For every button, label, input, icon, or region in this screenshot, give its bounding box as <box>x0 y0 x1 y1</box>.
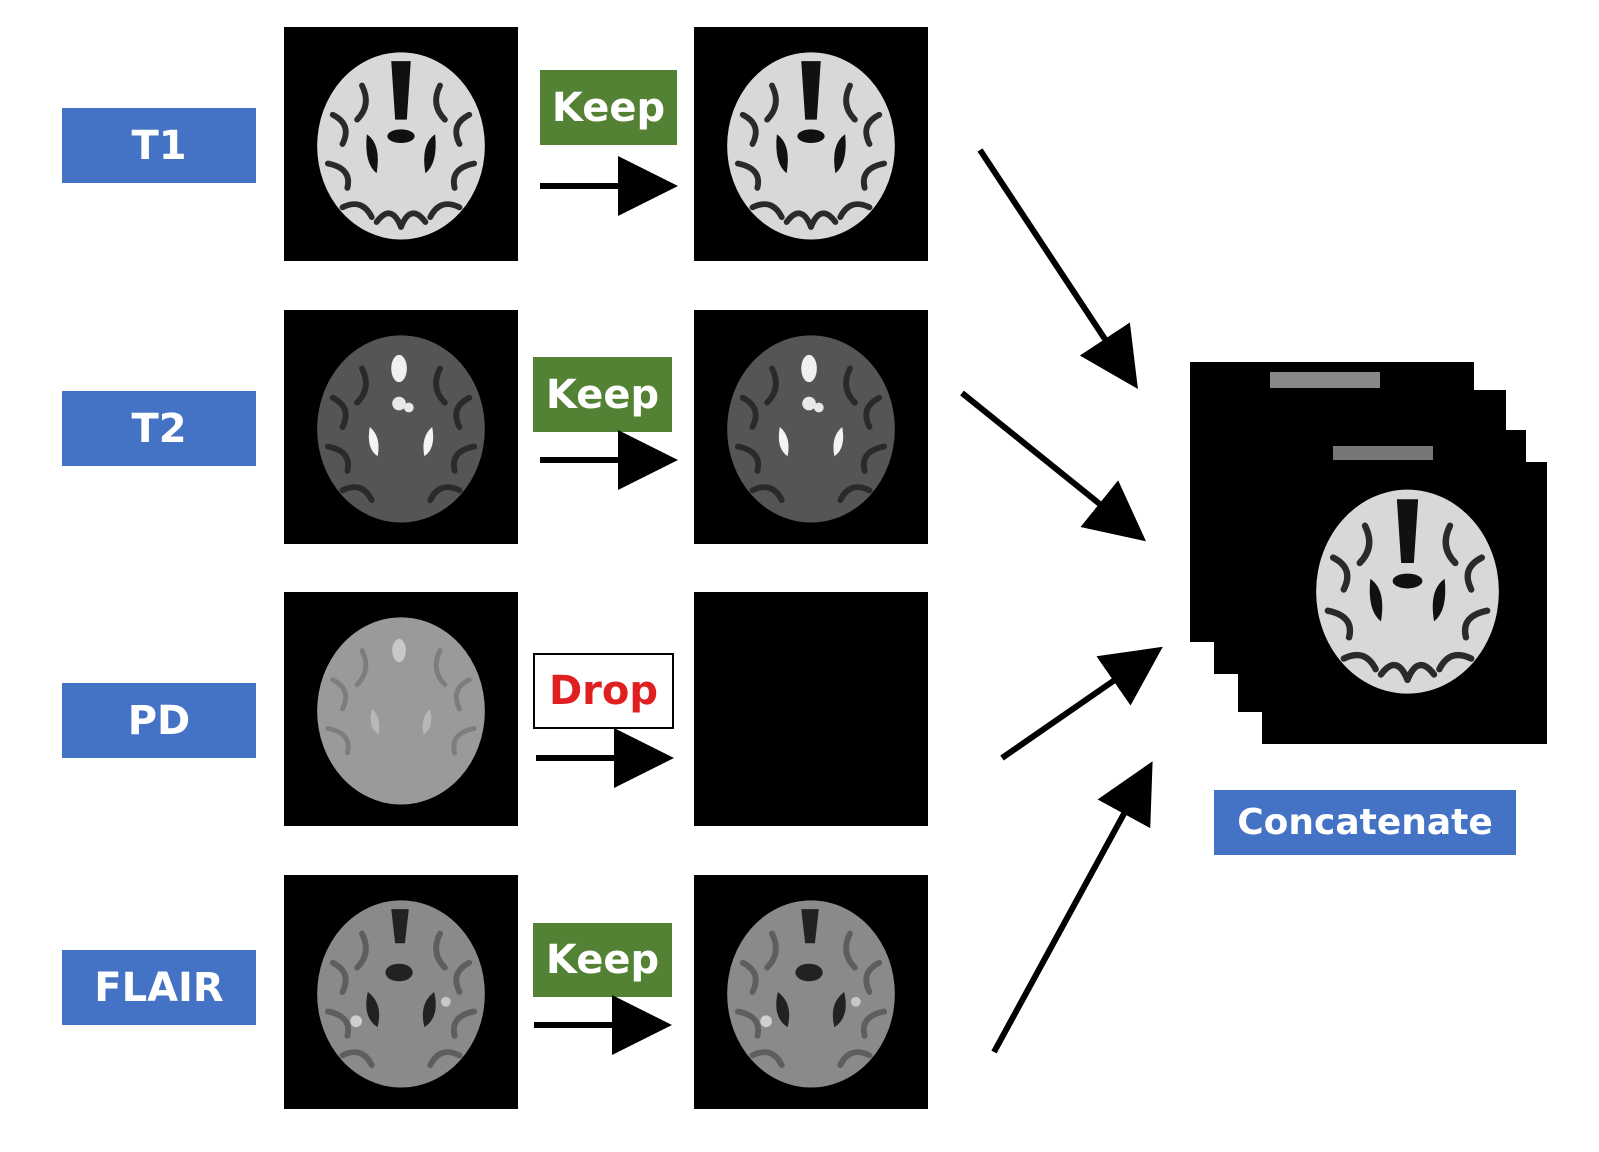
label-t2: T2 <box>62 391 256 466</box>
input-image-t1 <box>284 27 518 261</box>
input-image-flair <box>284 875 518 1109</box>
arrow-flair-to-stack <box>991 761 1153 1054</box>
label-t1: T1 <box>62 108 256 183</box>
output-image-flair <box>694 875 928 1109</box>
label-flair: FLAIR <box>62 950 256 1025</box>
concatenate-label: Concatenate <box>1214 790 1516 855</box>
arrow-t1-to-stack <box>977 148 1138 390</box>
output-image-t2 <box>694 310 928 544</box>
arrow-t2-to-stack <box>960 390 1147 542</box>
action-badge-pd: Drop <box>533 653 674 729</box>
action-badge-t2: Keep <box>533 357 672 432</box>
arrow-pd-to-stack <box>1000 646 1163 761</box>
action-badge-t1: Keep <box>540 70 677 145</box>
action-badge-flair: Keep <box>533 923 672 997</box>
input-image-pd <box>284 592 518 826</box>
output-image-pd-blank <box>694 592 928 826</box>
output-image-t1 <box>694 27 928 261</box>
input-image-t2 <box>284 310 518 544</box>
stack-layer-front <box>1262 462 1547 744</box>
label-pd: PD <box>62 683 256 758</box>
